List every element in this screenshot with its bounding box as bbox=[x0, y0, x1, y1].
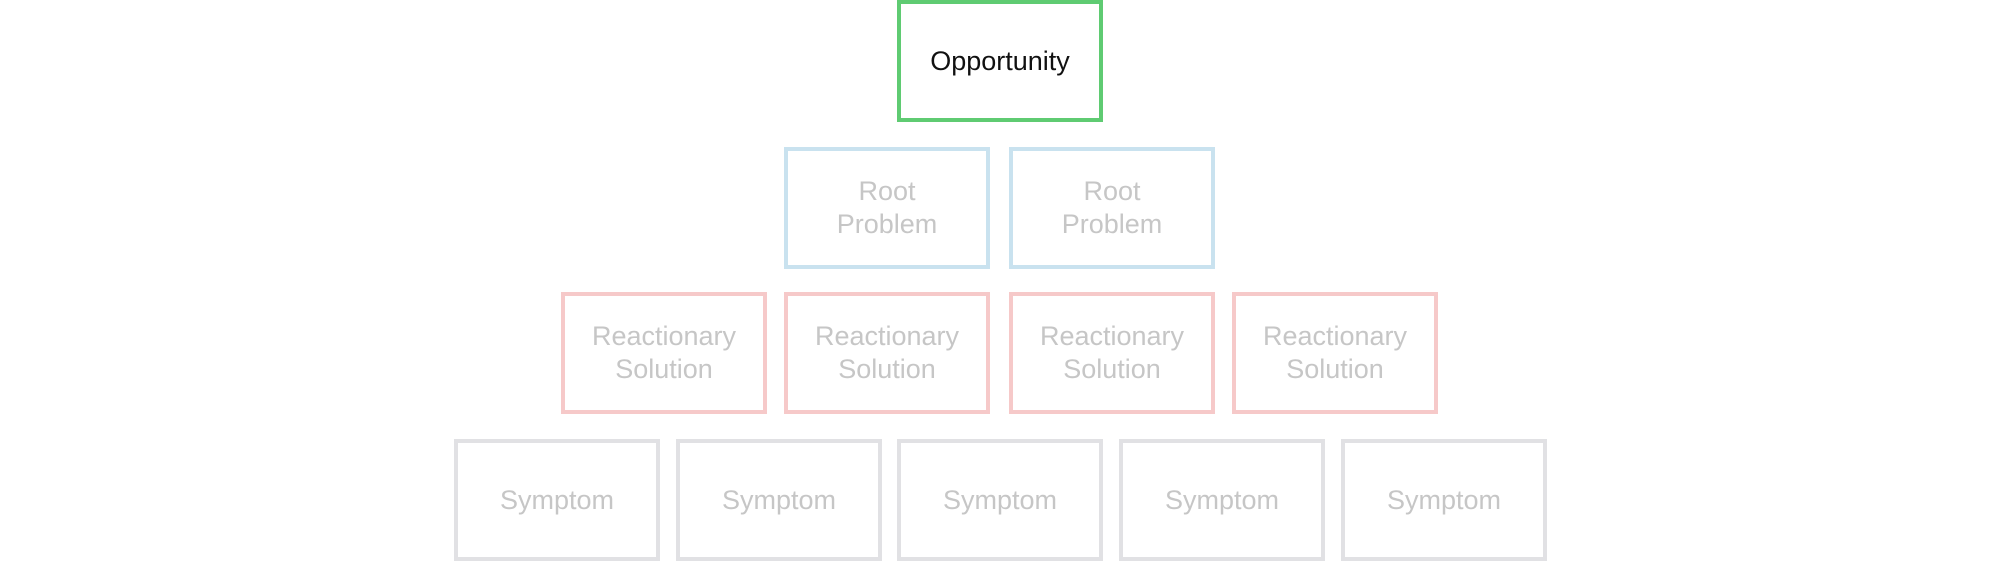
symptom-label: Symptom bbox=[1164, 484, 1280, 515]
reactionary-solution-box[interactable]: Reactionary Solution bbox=[784, 292, 990, 414]
reactionary-solution-label-line1: Reactionary bbox=[814, 321, 960, 352]
symptom-label: Symptom bbox=[942, 484, 1058, 515]
symptom-label: Symptom bbox=[1386, 484, 1502, 515]
symptom-label: Symptom bbox=[721, 484, 837, 515]
root-problem-box[interactable]: Root Problem bbox=[784, 147, 990, 269]
opportunity-label: Opportunity bbox=[930, 45, 1070, 76]
root-problem-label-line1: Root bbox=[858, 176, 916, 207]
opportunity-box[interactable]: Opportunity bbox=[897, 0, 1103, 122]
root-problem-box[interactable]: Root Problem bbox=[1009, 147, 1215, 269]
reactionary-solution-box[interactable]: Reactionary Solution bbox=[1232, 292, 1438, 414]
symptom-label: Symptom bbox=[499, 484, 615, 515]
symptom-box[interactable]: Symptom bbox=[1119, 439, 1325, 561]
root-problem-label-line2: Problem bbox=[836, 209, 938, 239]
root-problem-label-line2: Problem bbox=[1061, 209, 1163, 239]
reactionary-solution-label-line2: Solution bbox=[838, 354, 936, 384]
reactionary-solution-label-line1: Reactionary bbox=[1039, 321, 1185, 352]
symptom-box[interactable]: Symptom bbox=[897, 439, 1103, 561]
reactionary-solution-label-line2: Solution bbox=[615, 354, 713, 384]
symptom-box[interactable]: Symptom bbox=[1341, 439, 1547, 561]
reactionary-solution-label-line1: Reactionary bbox=[591, 321, 737, 352]
symptom-box[interactable]: Symptom bbox=[676, 439, 882, 561]
symptom-box[interactable]: Symptom bbox=[454, 439, 660, 561]
reactionary-solution-label-line1: Reactionary bbox=[1262, 321, 1408, 352]
reactionary-solution-box[interactable]: Reactionary Solution bbox=[561, 292, 767, 414]
reactionary-solution-label-line2: Solution bbox=[1286, 354, 1384, 384]
root-problem-label-line1: Root bbox=[1083, 176, 1141, 207]
reactionary-solution-label-line2: Solution bbox=[1063, 354, 1161, 384]
reactionary-solution-box[interactable]: Reactionary Solution bbox=[1009, 292, 1215, 414]
